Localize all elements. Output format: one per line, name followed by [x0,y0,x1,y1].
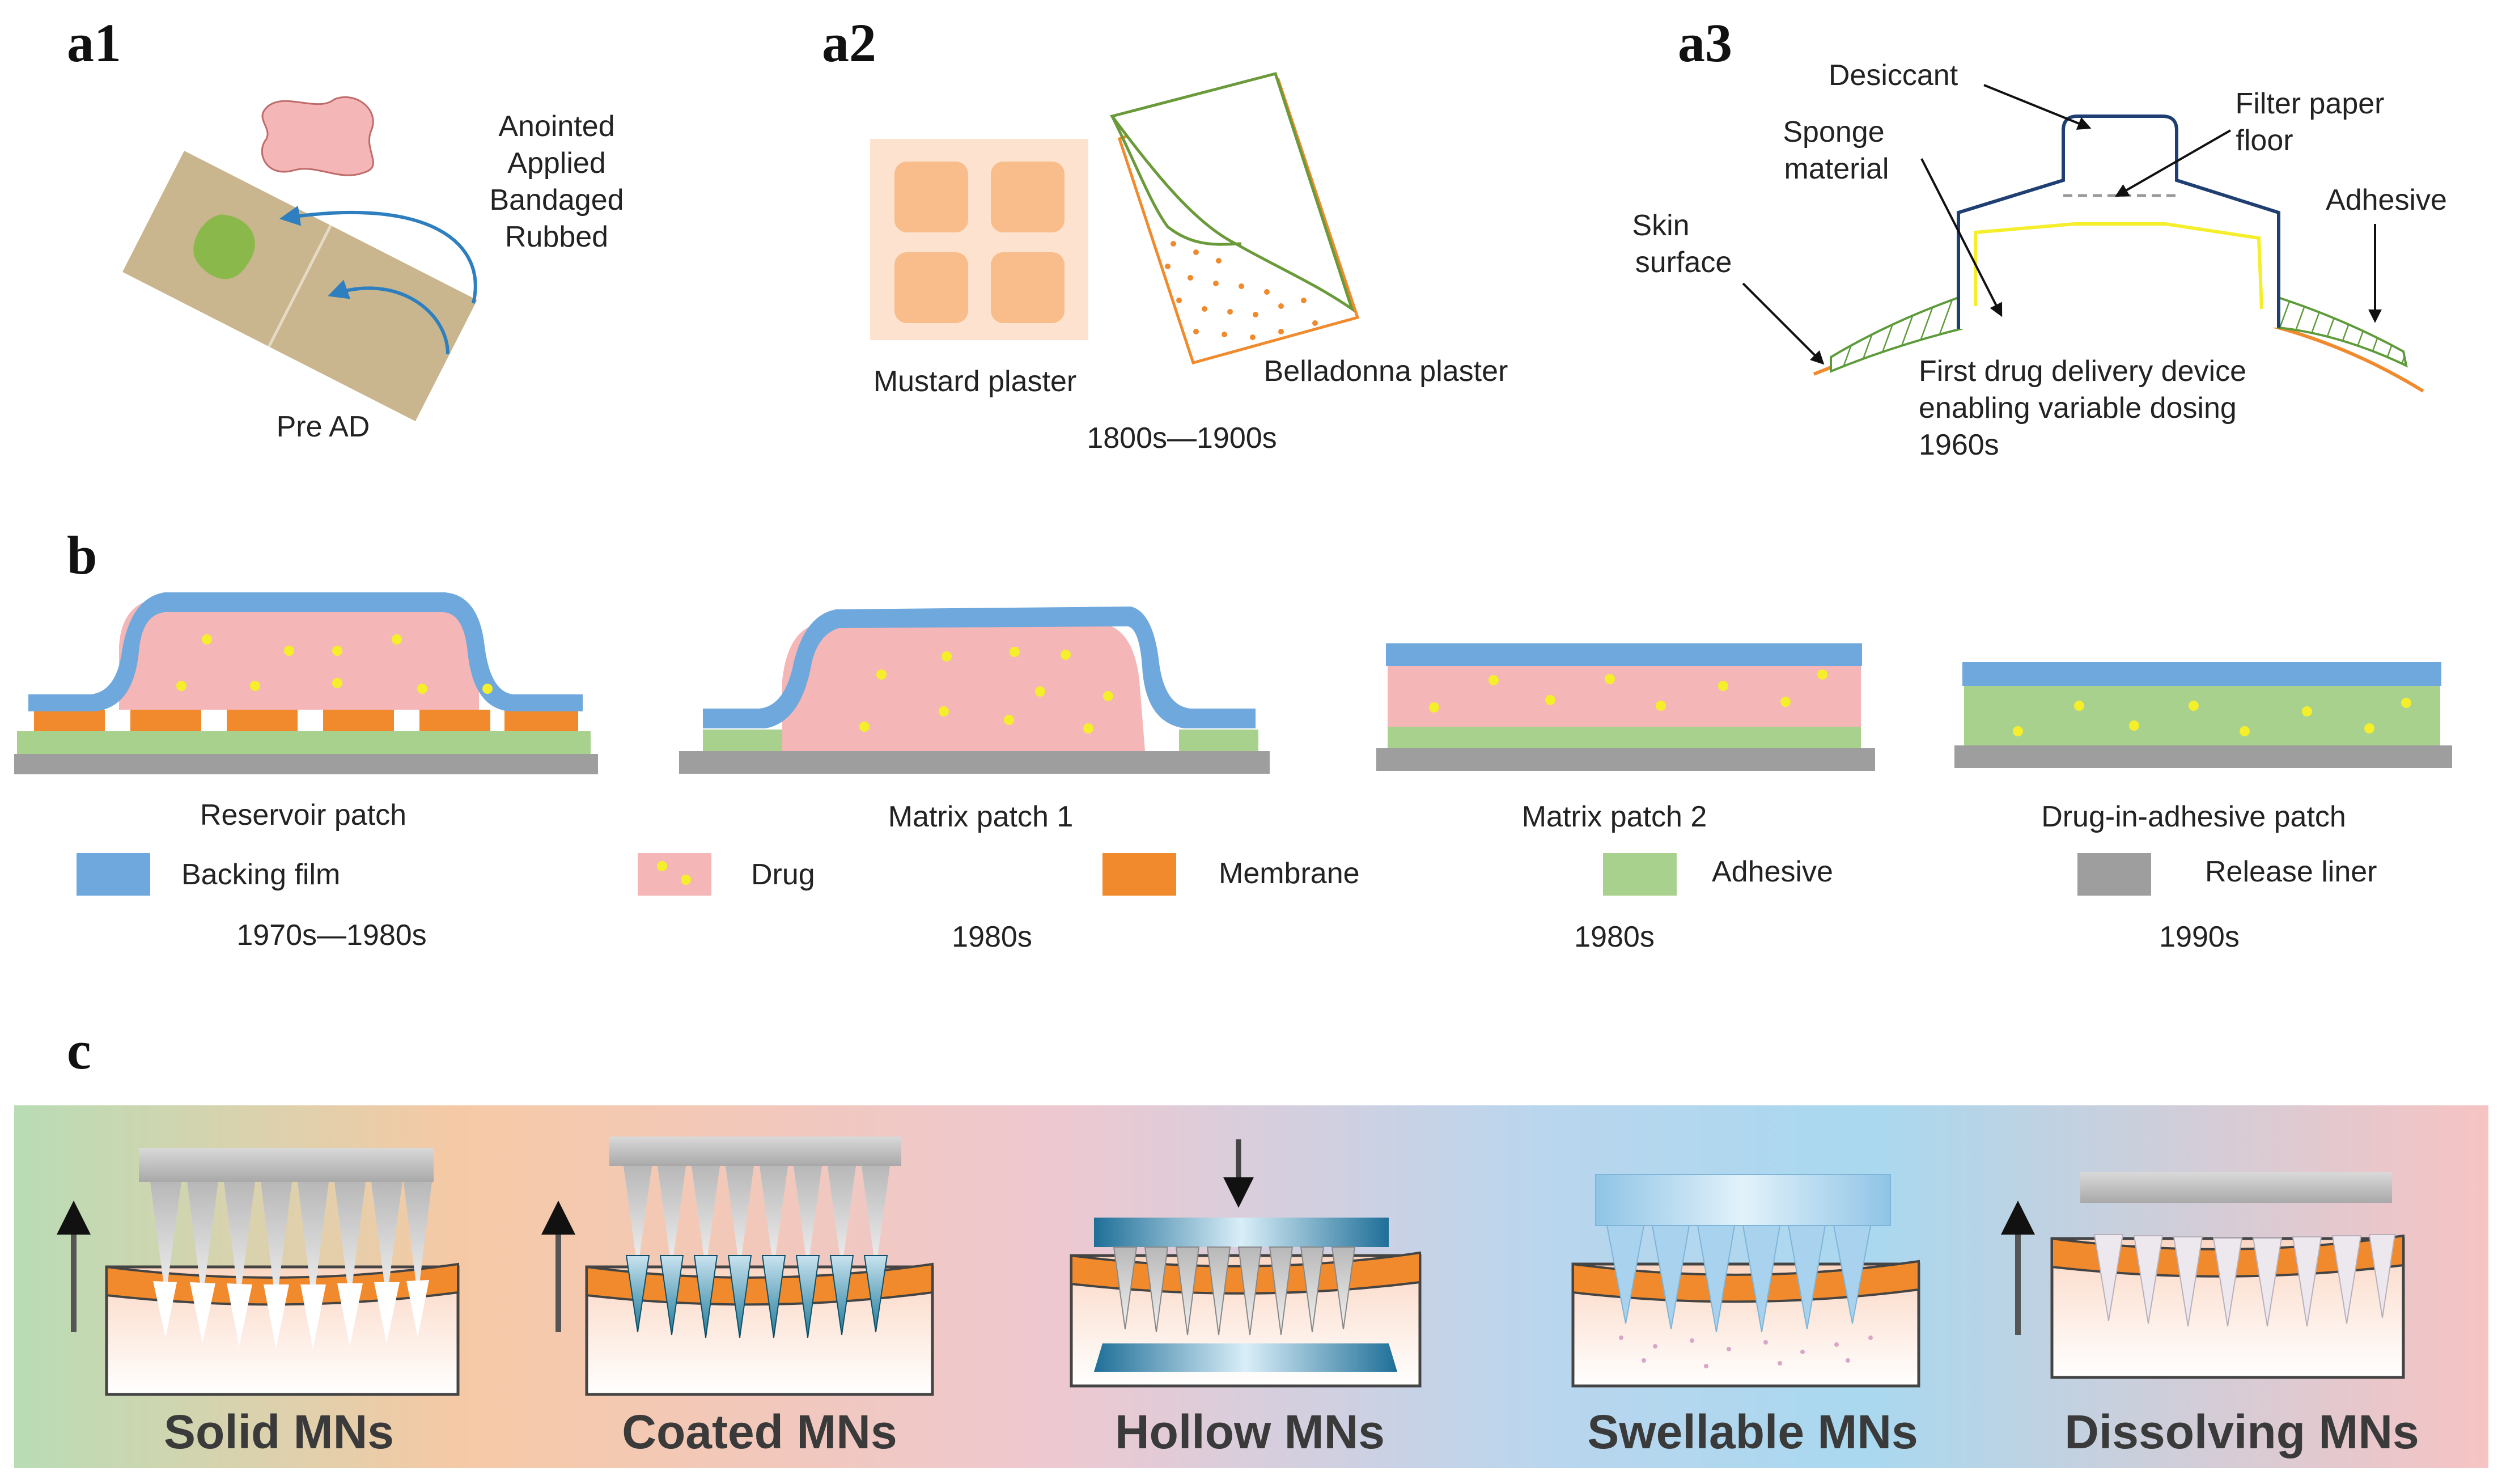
matrix-patch-2-diagram [1376,643,1875,771]
application-arrow-lower [328,279,449,355]
bandage-strip [122,150,477,422]
matrix-patch-1-diagram [679,607,1270,774]
filter-pointer [2114,129,2231,197]
adhesive-left [1830,296,1963,373]
legend-swatch-backing [77,853,150,896]
a2-belladonna-label: Belladonna plaster [1264,355,1508,388]
skin-pointer [1742,282,1825,365]
legend-label-release-liner: Release liner [2205,855,2377,888]
panel-a1: a1 Anointed Applied Bandaged Rubbed Pre … [67,12,624,443]
belladonna-plaster [1109,71,1360,365]
legend-label-backing: Backing film [181,858,340,891]
mn-label-dissolving: Dissolving MNs [2064,1405,2419,1458]
a1-action-bandaged: Bandaged [489,184,624,217]
patch-era-matrix-1: 1980s [952,921,1032,953]
hollow-mn-diagram: Hollow MNs [1070,1139,1422,1458]
panel-letter-b: b [67,525,97,586]
a1-action-applied: Applied [507,147,605,180]
a3-filter-label-2: floor [2236,124,2293,157]
a3-skin-label-2: surface [1635,246,1732,279]
panel-letter-c: c [67,1020,91,1080]
legend-swatch-release-liner [2077,853,2151,896]
mn-label-hollow: Hollow MNs [1115,1405,1385,1458]
panel-b: b [14,525,2452,953]
ointment-blob-icon [261,96,374,176]
patch-era-matrix-2: 1980s [1574,921,1655,953]
legend-label-membrane: Membrane [1219,857,1360,890]
legend-swatch-membrane [1102,853,1176,896]
a1-era: Pre AD [277,410,370,443]
a3-desiccant-label: Desiccant [1829,59,1958,92]
mustard-plaster [870,139,1088,340]
panel-a2: a2 Mustard plaster Belladonna plaster 18… [822,12,1508,455]
a3-caption-2: enabling variable dosing [1919,392,2237,425]
panel-c: c Solid MNs [14,1020,2488,1468]
solid-mn-diagram: Solid MNs [57,1148,460,1458]
dissolving-mn-diagram: Dissolving MNs [2001,1172,2419,1458]
a3-caption-3: 1960s [1919,429,1999,461]
desiccant-pointer [1983,84,2092,130]
patch-legend: Backing film Drug Membrane Adhesive Rele… [77,853,2377,896]
coated-mn-diagram: Coated MNs [541,1137,934,1458]
mn-label-swellable: Swellable MNs [1587,1405,1918,1458]
sponge-pointer [1920,158,2003,317]
drug-in-adhesive-patch-diagram [1954,662,2452,768]
patch-era-drug-in-adhesive: 1990s [2159,921,2240,953]
application-arrow-upper [279,205,477,304]
swellable-mn-diagram: Swellable MNs [1571,1174,1920,1458]
mn-label-solid: Solid MNs [164,1405,394,1458]
a3-filter-label-1: Filter paper [2236,87,2385,120]
patch-name-matrix-2: Matrix patch 2 [1522,800,1707,833]
a3-skin-label-1: Skin [1632,209,1689,242]
sponge-material-layer [1974,222,2263,309]
a3-adhesive-label: Adhesive [2326,184,2447,217]
panel-a3: a3 Desiccant Filter paper floor Sponge m… [1632,12,2447,461]
patch-era-reservoir: 1970s—1980s [236,919,426,952]
a2-mustard-label: Mustard plaster [873,365,1076,398]
a1-action-rubbed: Rubbed [505,221,608,253]
patch-name-drug-in-adhesive: Drug-in-adhesive patch [2041,800,2346,833]
a2-era: 1800s—1900s [1087,422,1277,455]
legend-label-adhesive: Adhesive [1712,855,1833,888]
a3-sponge-label-1: Sponge [1783,116,1884,149]
a3-caption-1: First drug delivery device [1919,355,2246,388]
reservoir-patch-diagram [14,592,598,774]
adhesive-right [2278,296,2408,368]
panel-letter-a2: a2 [822,12,876,73]
patch-name-reservoir: Reservoir patch [200,799,406,832]
panel-letter-a3: a3 [1678,12,1732,73]
panel-letter-a1: a1 [67,12,121,73]
legend-swatch-adhesive [1603,853,1677,896]
patch-name-matrix-1: Matrix patch 1 [888,800,1074,833]
a3-sponge-label-2: material [1784,152,1889,185]
legend-label-drug: Drug [751,858,815,891]
a1-action-anointed: Anointed [498,110,614,143]
mn-label-coated: Coated MNs [622,1405,897,1458]
legend-swatch-drug [638,853,711,896]
